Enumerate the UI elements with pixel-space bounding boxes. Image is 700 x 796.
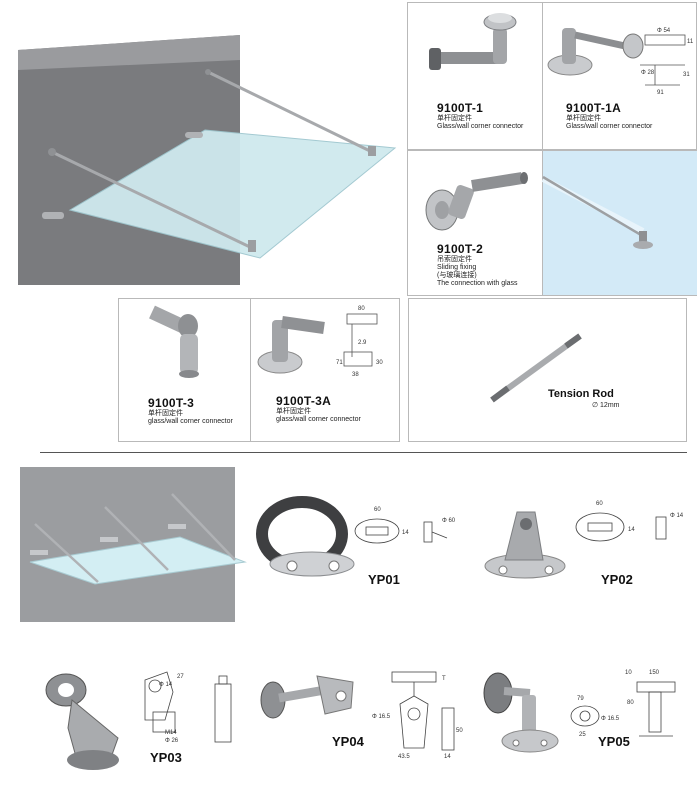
dim-yp05-2: 150: [649, 670, 660, 676]
dim-yp04-5: 14: [444, 754, 451, 760]
dim-yp03-3: M14: [165, 730, 177, 736]
dim-yp01-3: Φ 60: [442, 518, 456, 524]
dim-yp05-1: 10: [625, 670, 632, 676]
dim-yp05-6: 25: [579, 732, 586, 738]
canopy-illustration-bottom: [20, 467, 247, 622]
cn-9100t-2: 吊索固定件: [437, 256, 472, 263]
code-9100t-3: 9100T-3: [148, 396, 195, 410]
label-yp03: YP03: [150, 750, 182, 765]
dim-t3a-3: 71: [336, 360, 343, 366]
dim-yp04-1: T: [442, 676, 446, 682]
tension-rod-label: Tension Rod: [548, 388, 614, 400]
panel-9100t-1: [407, 2, 543, 150]
label-yp01: YP01: [368, 572, 400, 587]
dim-yp05-5: Φ 16.5: [601, 716, 620, 722]
desc-9100t-3a: glass/wall corner connector: [276, 416, 361, 423]
dim-yp02-1: 60: [596, 501, 603, 507]
dim-yp02-2: 14: [628, 527, 635, 533]
yp04-dimension-drawing: T Φ 16.5 43.5 50 14: [372, 671, 463, 760]
dim-t3a-5: 38: [352, 372, 359, 378]
yp02-dimension-drawing: 60 14 Φ 14: [575, 501, 684, 542]
desc3-9100t-2: The connection with glass: [437, 280, 518, 287]
code-9100t-1a: 9100T-1A: [566, 101, 622, 115]
code-9100t-1: 9100T-1: [437, 101, 484, 115]
dim-yp02-3: Φ 14: [670, 513, 684, 519]
label-yp02: YP02: [601, 572, 633, 587]
yp03-dimension-drawing: 27 Φ 14 M14 Φ 26: [144, 671, 232, 744]
dim-yp03-1: 27: [177, 674, 184, 680]
rod-glass-illustration: [541, 151, 697, 295]
section-divider: [40, 452, 687, 453]
yp01-image: [256, 496, 355, 577]
label-yp04: YP04: [332, 734, 364, 749]
label-yp05: YP05: [598, 734, 630, 749]
tension-rod-size: ∅ 12mm: [592, 402, 620, 409]
yp04-image: [260, 675, 354, 719]
dim-yp05-4: 80: [627, 700, 634, 706]
dim-t1a-4: 91: [657, 90, 664, 96]
cn-9100t-1: 单杆固定件: [437, 115, 472, 122]
dim-t3a-1: 80: [358, 306, 365, 312]
connector-9100t-2-image: [425, 172, 528, 231]
dim-yp01-1: 60: [374, 507, 381, 513]
dim-yp03-2: Φ 14: [159, 682, 173, 688]
yp02-image: [484, 511, 566, 579]
cn-9100t-3a: 单杆固定件: [276, 408, 311, 415]
desc-9100t-1: Glass/wall corner connector: [437, 123, 524, 130]
dim-t1a-1: Φ 54: [657, 28, 671, 34]
yp03-image: [45, 673, 119, 770]
dim-yp03-4: Φ 26: [165, 738, 179, 744]
connector-9100t-3a-image: 80 2.9 71 30 38: [257, 306, 383, 378]
desc2-9100t-2: (与玻璃连接): [437, 272, 477, 279]
dim-yp04-3: 43.5: [398, 754, 410, 760]
connector-9100t-1a-image: Φ 54 11 Φ 28 91 31: [547, 28, 694, 96]
dim-yp04-4: 50: [456, 728, 463, 734]
cn-9100t-1a: 单杆固定件: [566, 115, 601, 122]
yp05-dimension-drawing: 10 150 80 79 Φ 16.5 25: [570, 670, 676, 738]
dim-t1a-2: 11: [687, 39, 694, 45]
code-9100t-3a: 9100T-3A: [276, 394, 332, 408]
yp01-dimension-drawing: 60 14 Φ 60: [354, 507, 456, 544]
dim-t1a-5: 31: [683, 72, 690, 78]
dim-t3a-4: 30: [376, 360, 383, 366]
connector-9100t-1-image: [429, 13, 517, 70]
panel-9100t-1a: [542, 2, 697, 150]
dim-t1a-3: Φ 28: [641, 70, 655, 76]
panel-tension-rod: [408, 298, 687, 442]
tension-rod-image: [490, 333, 582, 403]
cn-9100t-3: 单杆固定件: [148, 410, 183, 417]
desc-9100t-1a: Glass/wall corner connector: [566, 123, 653, 130]
yp05-image: [483, 672, 559, 753]
connector-9100t-3-image: [149, 305, 199, 378]
dim-yp05-3: 79: [577, 696, 584, 702]
dim-yp04-2: Φ 16.5: [372, 714, 391, 720]
dim-t3a-2: 2.9: [358, 340, 367, 346]
code-9100t-2: 9100T-2: [437, 242, 484, 256]
desc-9100t-3: glass/wall corner connector: [148, 418, 233, 425]
dim-yp01-2: 14: [402, 530, 409, 536]
desc1-9100t-2: Sliding fixing: [437, 264, 477, 271]
canopy-illustration-top: [18, 35, 397, 285]
